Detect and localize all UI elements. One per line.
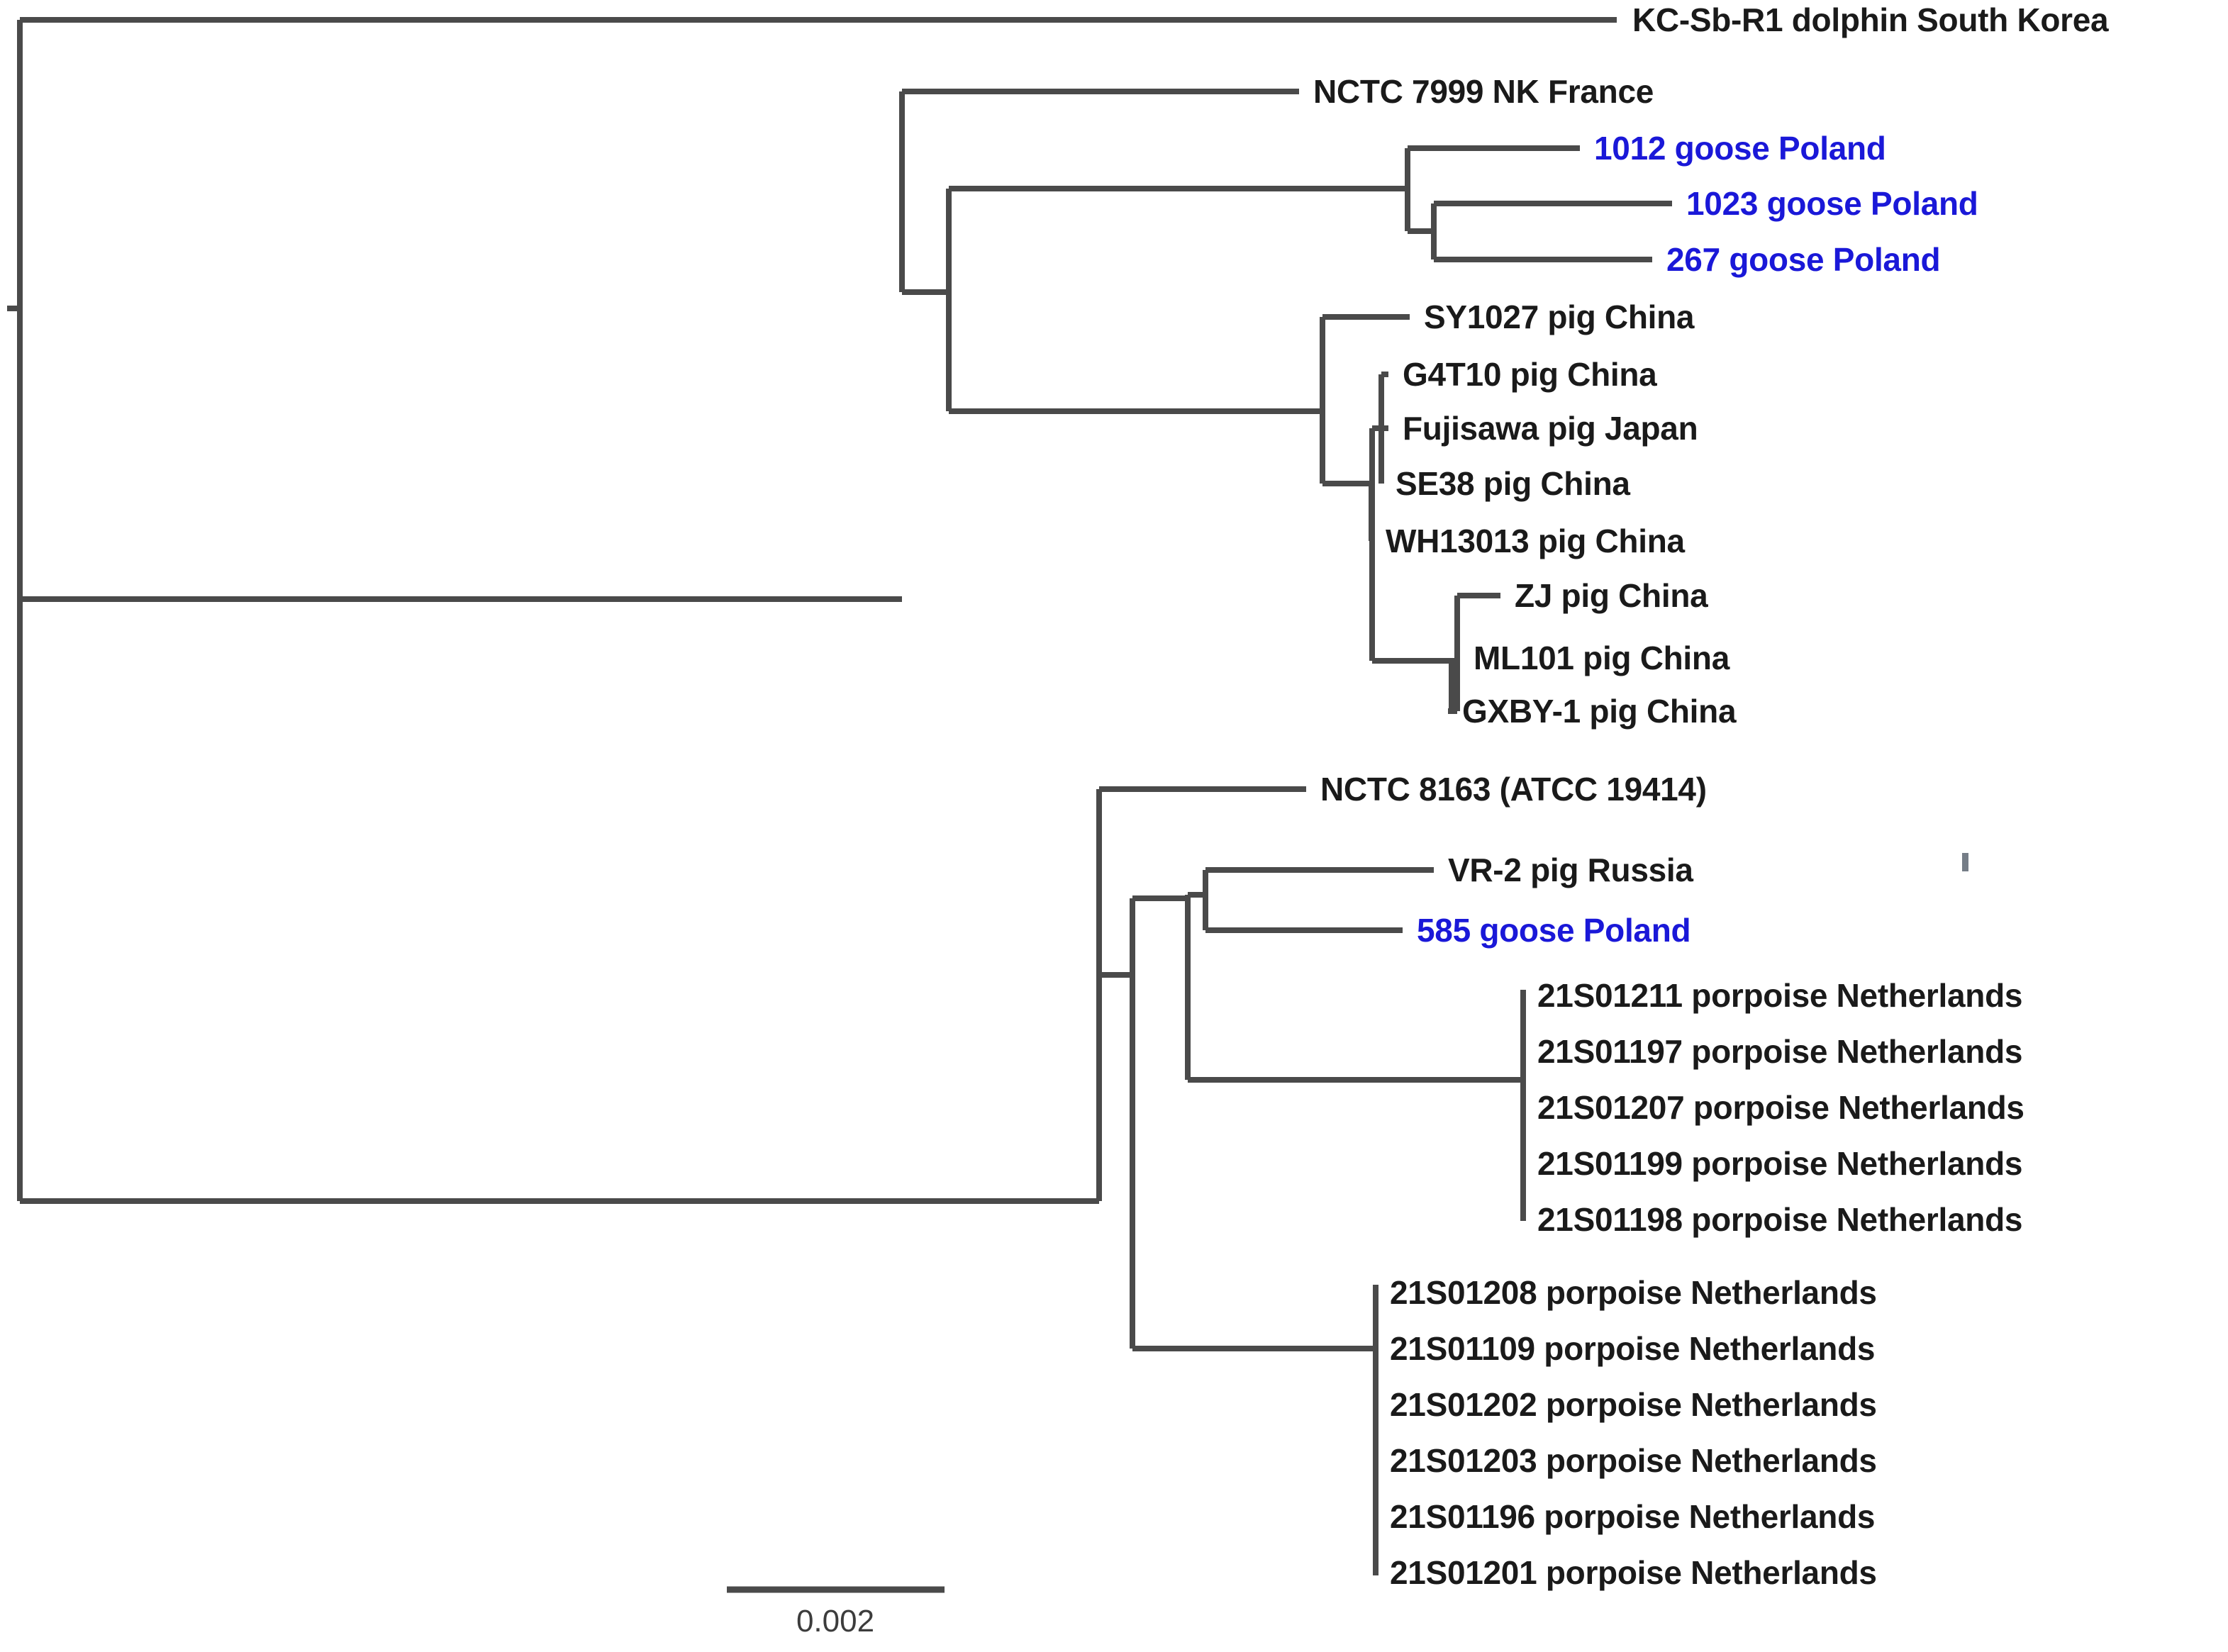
taxon-label-t14: VR-2 pig Russia bbox=[1448, 852, 1693, 888]
taxon-label-t22: 21S01109 porpoise Netherlands bbox=[1390, 1330, 1876, 1367]
taxon-label-t0: KC-Sb-R1 dolphin South Korea bbox=[1632, 1, 2109, 38]
taxon-label-t25: 21S01196 porpoise Netherlands bbox=[1390, 1498, 1876, 1535]
taxon-label-t1: NCTC 7999 NK France bbox=[1313, 73, 1654, 110]
taxon-label-t8: SE38 pig China bbox=[1396, 465, 1630, 502]
taxon-label-t16: 21S01211 porpoise Netherlands bbox=[1537, 977, 2023, 1014]
taxon-label-t9: WH13013 pig China bbox=[1386, 523, 1685, 559]
taxon-label-t15: 585 goose Poland bbox=[1417, 912, 1691, 949]
taxon-label-t20: 21S01198 porpoise Netherlands bbox=[1537, 1201, 2023, 1238]
taxon-label-t21: 21S01208 porpoise Netherlands bbox=[1390, 1274, 1877, 1311]
taxon-label-t6: G4T10 pig China bbox=[1403, 356, 1657, 393]
taxon-label-t17: 21S01197 porpoise Netherlands bbox=[1537, 1033, 2023, 1070]
taxon-label-t3: 1023 goose Poland bbox=[1686, 185, 1978, 222]
taxon-label-t2: 1012 goose Poland bbox=[1594, 130, 1886, 167]
taxon-label-t12: GXBY-1 pig China bbox=[1462, 693, 1737, 730]
taxon-label-t7: Fujisawa pig Japan bbox=[1403, 410, 1698, 447]
taxon-label-t5: SY1027 pig China bbox=[1424, 298, 1695, 335]
taxon-label-t18: 21S01207 porpoise Netherlands bbox=[1537, 1089, 2024, 1126]
taxon-label-t19: 21S01199 porpoise Netherlands bbox=[1537, 1145, 2023, 1182]
taxon-label-t4: 267 goose Poland bbox=[1666, 241, 1941, 278]
taxon-label-t26: 21S01201 porpoise Netherlands bbox=[1390, 1554, 1877, 1591]
taxon-label-t11: ML101 pig China bbox=[1474, 640, 1730, 676]
scale-bar-label: 0.002 bbox=[796, 1604, 875, 1639]
branch-lines bbox=[7, 17, 1672, 1575]
image-speck-artifact bbox=[1962, 853, 1968, 871]
taxon-label-t13: NCTC 8163 (ATCC 19414) bbox=[1320, 771, 1707, 808]
taxon-label-t23: 21S01202 porpoise Netherlands bbox=[1390, 1386, 1877, 1423]
taxon-label-t10: ZJ pig China bbox=[1515, 577, 1708, 614]
taxon-label-t24: 21S01203 porpoise Netherlands bbox=[1390, 1442, 1877, 1479]
